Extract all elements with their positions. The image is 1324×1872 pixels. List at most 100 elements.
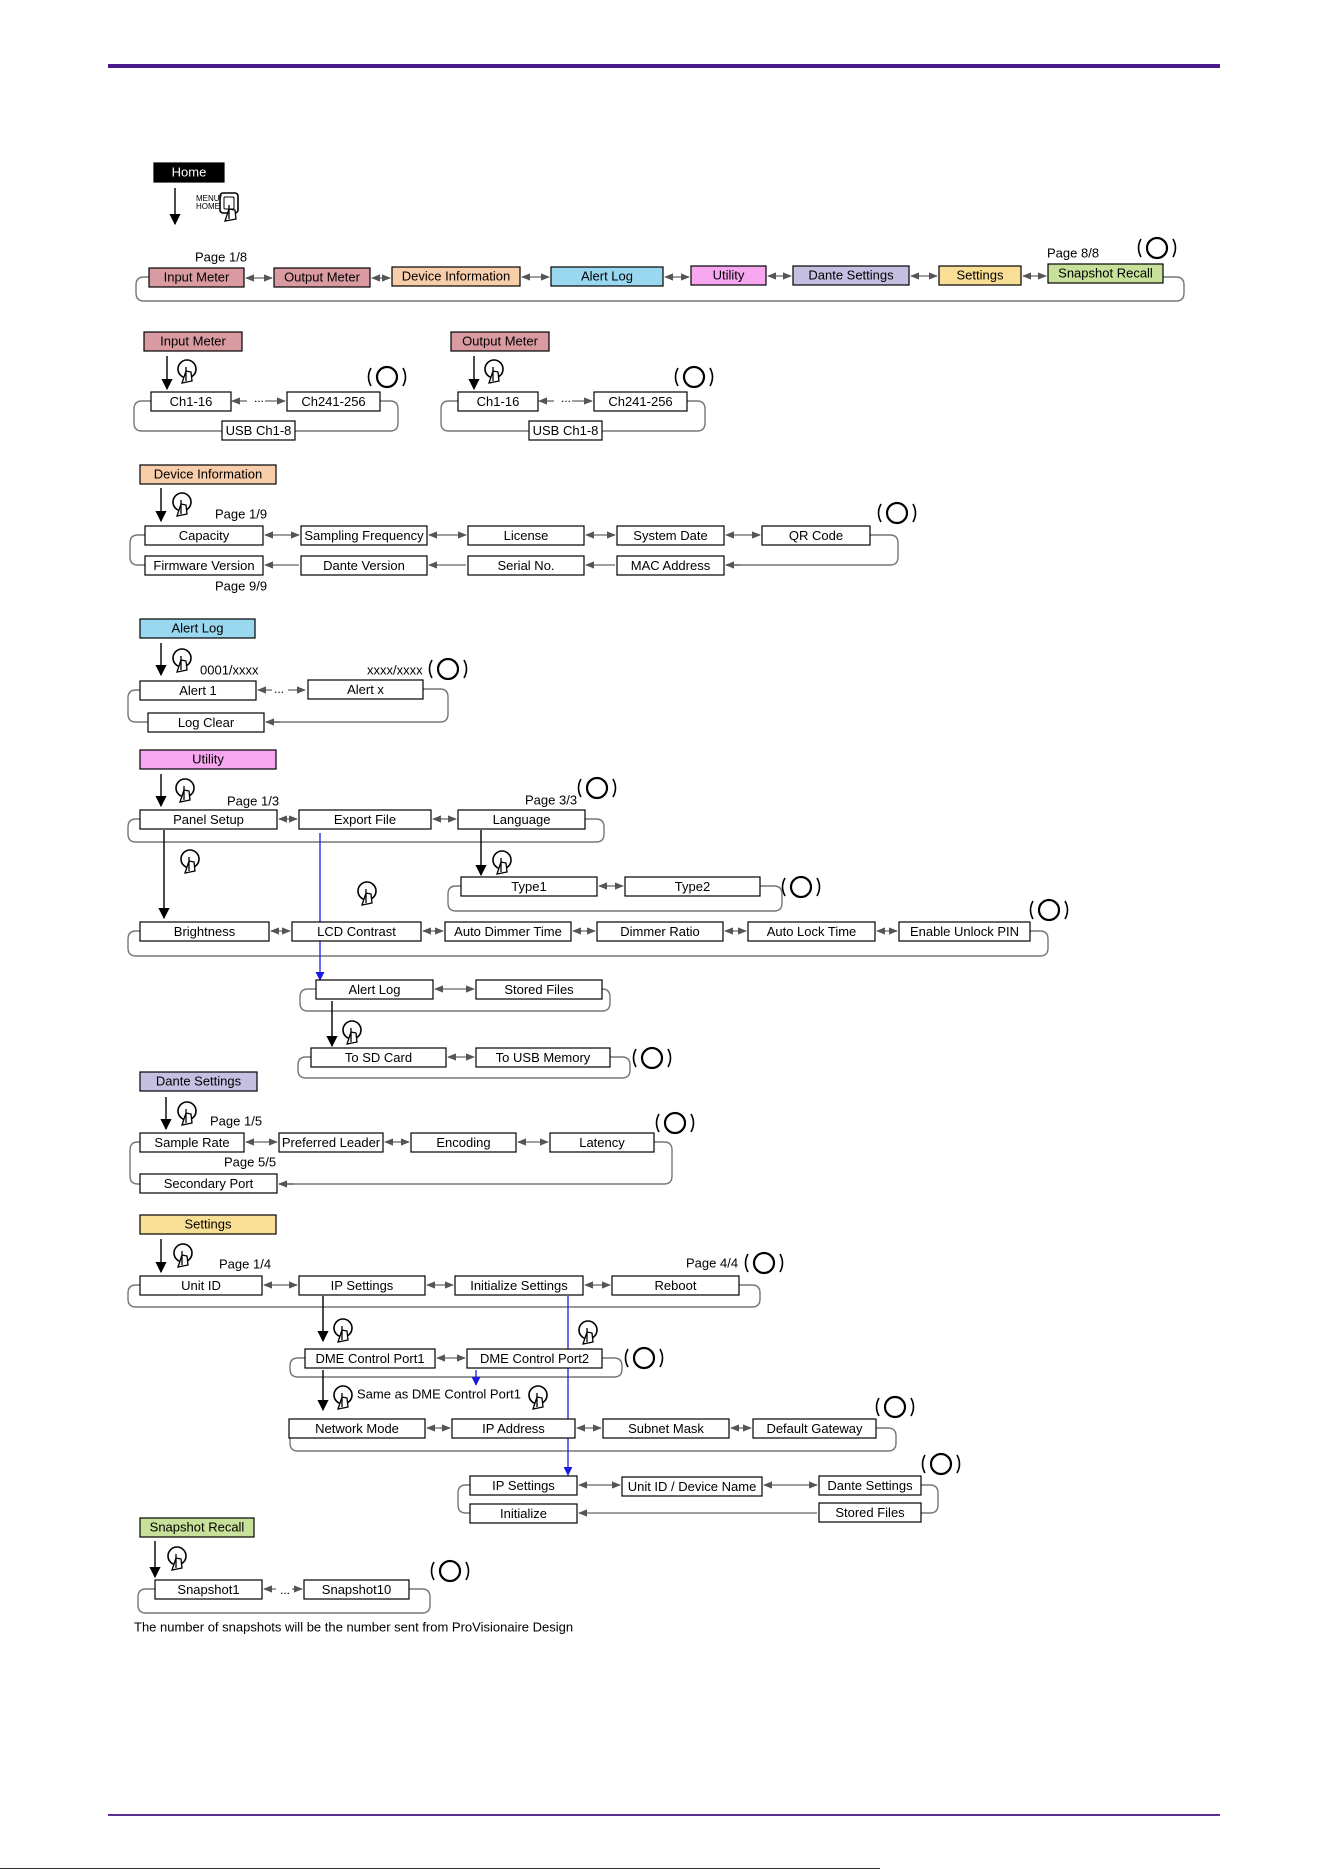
turn-arc [577,778,582,798]
firmware-version-label: Firmware Version [153,558,254,573]
auto-lock-time-label: Auto Lock Time [767,924,857,939]
unit-id-box [139,1275,263,1296]
alert-log-dial-icon [428,657,468,681]
settings-header-box [139,1214,277,1235]
main-menu-device-information-label: Device Information [402,268,510,283]
initialize-settings-box [454,1275,584,1296]
init-right-loop [921,1484,939,1514]
meter-right-loop [295,400,399,432]
sampling-frequency-label: Sampling Frequency [304,528,424,543]
utility-last-page: Page 3/3 [525,792,577,807]
alert-x-label: Alert x [347,682,384,697]
finger [181,367,193,384]
alert-log-right-loop [266,688,449,723]
output-meter-header-title: Output Meter [462,333,539,348]
system-date-box [616,525,725,546]
network-mode-box [288,1418,426,1439]
default-gateway-label: Default Gateway [766,1421,863,1436]
export-target-dial-icon [632,1046,672,1070]
turn-arc [463,659,468,679]
main-menu-settings-label: Settings [957,267,1004,282]
alert-1-label: Alert 1 [179,683,217,698]
finger [582,1328,594,1345]
meter-left-loop [133,400,222,432]
menu-home-key-icon [219,192,239,222]
export-alert-log-box [315,979,434,1000]
main-menu-output-meter-box [273,267,371,288]
alert-log-left-loop [127,689,148,723]
alert-log-last-counter: xxxx/xxxx [367,662,423,677]
finger [181,1109,193,1126]
finger [346,1028,358,1045]
encoder-ring [883,1395,907,1419]
input-meter-ch241-256-box [286,391,381,412]
ip-address-label: IP Address [482,1421,545,1436]
language-press-icon [492,850,512,875]
device-information-first-page: Page 1/9 [215,506,267,521]
alert-log-first-counter: 0001/xxxx [200,662,259,677]
output-meter-ch1-16-label: Ch1-16 [477,394,520,409]
mac-address-label: MAC Address [631,558,711,573]
init-dante-settings-box [818,1475,922,1496]
turn-arc [1064,900,1069,920]
enable-unlock-pin-box [898,921,1031,942]
encoder-ring [438,1559,462,1583]
main-menu-settings-box [938,265,1022,286]
input-meter-ellipsis: ... [254,391,264,405]
finger [176,500,188,517]
language-wrap-loop [447,885,783,912]
alert-log-header-title: Alert Log [171,620,223,635]
latency-label: Latency [579,1135,625,1150]
unit-id-device-name-label: Unit ID / Device Name [628,1479,757,1494]
main-menu-alert-log-box [550,266,664,287]
dme-port2-press-icon [528,1385,548,1410]
export-wrap-loop [299,988,611,1012]
sample-rate-label: Sample Rate [154,1135,229,1150]
secondary-port-box [139,1173,278,1194]
encoder-ring [1145,236,1169,260]
dante-settings-last-page: Page 5/5 [224,1154,276,1169]
snapshot-recall-header-box [139,1517,255,1538]
utility-press-icon [175,778,195,803]
main-menu-dante-settings-label: Dante Settings [808,267,894,282]
export-stored-files-label: Stored Files [504,982,574,997]
main-menu-dial-icon [1137,236,1177,260]
initialize-settings-press-icon [578,1320,598,1345]
same-as-dme-note: Same as DME Control Port1 [357,1386,521,1401]
main-menu-input-meter-box [148,267,245,288]
dante-version-label: Dante Version [323,558,405,573]
device-information-dial-icon [877,501,917,525]
input-meter-dial-icon [367,365,407,389]
utility-header-title: Utility [192,751,224,766]
turn-arc [690,1113,695,1133]
finger [171,1554,183,1571]
dme-control-port2-box [466,1348,603,1369]
input-meter-press-icon [177,359,197,384]
encoding-label: Encoding [436,1135,490,1150]
init-left-loop [457,1484,470,1514]
finger [488,367,500,384]
to-sd-card-box [310,1047,447,1068]
output-meter-usb-ch1-8-box [528,420,603,441]
home-box [153,162,225,183]
language-box [457,809,586,830]
encoder-ring [789,875,813,899]
firmware-version-box [144,555,264,576]
finger [337,1326,349,1343]
language-label: Language [493,812,551,827]
turn-arc [956,1454,961,1474]
output-meter-press-icon [484,359,504,384]
main-menu-utility-label: Utility [713,267,745,282]
input-meter-usb-ch1-8-label: USB Ch1-8 [226,423,292,438]
finger [184,857,196,874]
turn-arc [367,367,372,387]
unit-id-device-name-box [621,1476,763,1497]
turn-arc [744,1253,749,1273]
dme-control-port1-box [304,1348,436,1369]
turn-arc [779,1253,784,1273]
encoder-ring [585,776,609,800]
mac-address-box [616,555,725,576]
license-box [467,525,585,546]
encoder-ring [682,365,706,389]
ip-address-box [451,1418,576,1439]
